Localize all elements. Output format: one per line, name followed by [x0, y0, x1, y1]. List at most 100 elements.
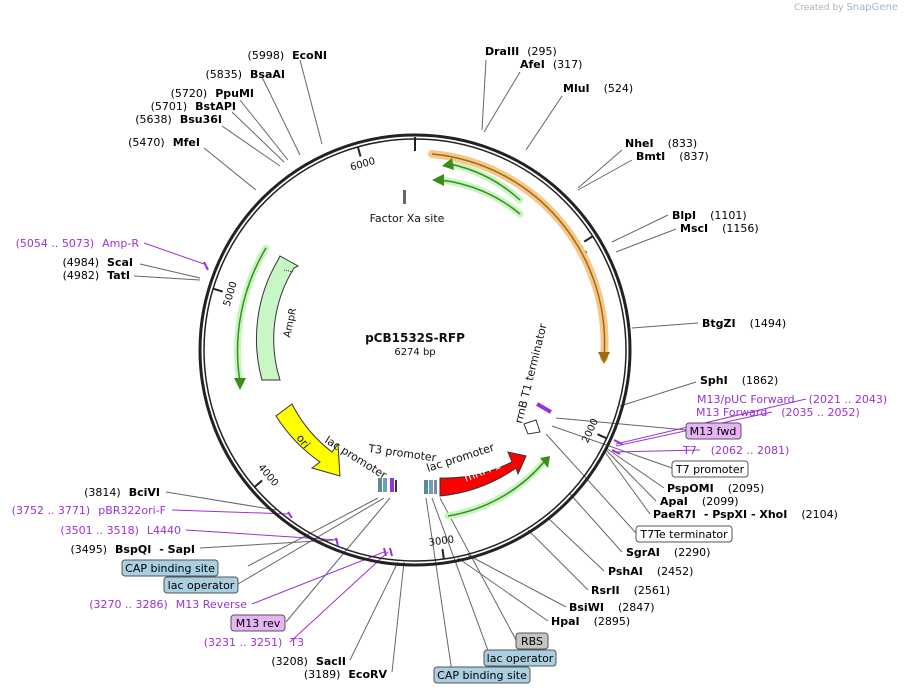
leader-t3-primer: [289, 551, 389, 643]
enzyme-pos: (4984): [62, 256, 99, 269]
box-m13-fwd[interactable]: M13 fwd: [685, 422, 742, 440]
primer-name: M13 Reverse: [176, 598, 247, 611]
primer-name: M13 Forward: [696, 406, 767, 419]
box-t7-promoter[interactable]: T7 promoter: [671, 460, 749, 478]
marker-lacop2: [429, 480, 433, 494]
enzyme-blpi[interactable]: BlpI(1101): [672, 209, 747, 222]
svg-text:(3231 .. 3251)T3: (3231 .. 3251)T3: [204, 636, 304, 649]
enzyme-btgzi[interactable]: BtgZI(1494): [702, 317, 786, 330]
enzyme-extra: - PspXI - XhoI: [704, 508, 787, 521]
leader-pspomi: [605, 447, 665, 489]
enzyme-mfei[interactable]: (5470)MfeI: [128, 136, 200, 149]
enzyme-pspomi[interactable]: PspOMI(2095): [667, 482, 764, 495]
svg-text:(3270 .. 3286)M13 Reverse: (3270 .. 3286)M13 Reverse: [89, 598, 247, 611]
enzyme-draiii[interactable]: DraIII (295): [485, 45, 557, 58]
enzyme-hpai[interactable]: HpaI(2895): [551, 615, 630, 628]
enzyme-pos: (2095): [728, 482, 765, 495]
svg-text:MluI(524): MluI(524): [563, 82, 633, 95]
leader-bsaai: [261, 76, 301, 156]
enzyme-bsaai[interactable]: (5835)BsaAI: [205, 68, 285, 81]
enzyme-mlui[interactable]: MluI(524): [563, 82, 633, 95]
enzyme-paer7i[interactable]: PaeR7I- PspXI - XhoI(2104): [653, 508, 838, 521]
leader-tati: [133, 275, 201, 281]
leader-afei: [483, 71, 521, 133]
enzyme-bspqi[interactable]: (3495)BspQI- SapI: [70, 543, 195, 556]
plasmid-name: pCB1532S-RFP: [365, 331, 465, 345]
box-cap-binding-site-2[interactable]: CAP binding site: [433, 666, 531, 684]
leader-cap1-box: [247, 497, 379, 567]
box-rbs[interactable]: RBS: [515, 632, 549, 650]
box-t7te-terminator[interactable]: T7Te terminator: [635, 525, 733, 543]
enzyme-name: EcoNI: [292, 49, 327, 62]
enzyme-pos: (2099): [702, 495, 739, 508]
leader-rbs-box: [439, 497, 517, 641]
leader-t7te-box: [545, 433, 637, 534]
ampr-label: AmpR: [282, 307, 299, 339]
leader-mlui: [525, 95, 563, 151]
primer-tick-l4440: [335, 537, 339, 547]
enzyme-pos: (295): [527, 45, 557, 58]
enzyme-afei[interactable]: AfeI(317): [520, 58, 582, 71]
enzyme-pos: (3208): [271, 655, 308, 668]
enzyme-ecorv[interactable]: (3189)EcoRV: [304, 668, 388, 681]
enzyme-nhei[interactable]: NheI(833): [625, 137, 697, 150]
enzyme-bsiwi[interactable]: BsiWI(2847): [569, 601, 655, 614]
leader-hpai: [457, 557, 549, 622]
box-lac-operator-1[interactable]: lac operator: [163, 576, 239, 594]
svg-text:MscI(1156): MscI(1156): [680, 222, 759, 235]
enzyme-msci[interactable]: MscI(1156): [680, 222, 759, 235]
primer-t7[interactable]: T7(2062 .. 2081): [682, 444, 789, 457]
box-m13-rev[interactable]: M13 rev: [230, 614, 286, 632]
leader-sphi: [619, 381, 697, 407]
enzyme-pos: (833): [668, 137, 698, 150]
plasmid-size: 6274 bp: [394, 347, 435, 358]
enzyme-pshai[interactable]: PshAI(2452): [608, 565, 693, 578]
leader-t7-primer: [613, 449, 701, 453]
primer-t3[interactable]: (3231 .. 3251)T3: [204, 636, 304, 649]
svg-text:AfeI(317): AfeI(317): [520, 58, 582, 71]
primer-pos: (3231 .. 3251): [204, 636, 283, 649]
factor-xa-label: Factor Xa site: [370, 212, 445, 225]
enzyme-name: EcoRV: [348, 668, 387, 681]
primer-ampr[interactable]: (5054 .. 5073)Amp-R: [16, 237, 140, 250]
primer-tick-m13puc: [613, 439, 623, 445]
tick-mark-6000: [356, 146, 362, 157]
enzyme-scai[interactable]: (4984)ScaI: [62, 256, 133, 269]
svg-text:(3501 .. 3518)L4440: (3501 .. 3518) L4440: [60, 524, 181, 537]
enzyme-pos: (3814): [84, 486, 121, 499]
tick-mark-2000: [597, 433, 608, 440]
enzyme-bcivi[interactable]: (3814)BciVI: [84, 486, 160, 499]
enzyme-rsrii[interactable]: RsrII(2561): [591, 584, 670, 597]
enzyme-ppumi[interactable]: (5720)PpuMI: [171, 87, 254, 100]
enzyme-name: BsiWI: [569, 601, 604, 614]
primer-pbr322ori-f[interactable]: (3752 .. 3771)pBR322ori-F: [12, 504, 166, 517]
enzyme-bmti[interactable]: BmtI(837): [636, 150, 709, 163]
primer-m13-reverse[interactable]: (3270 .. 3286)M13 Reverse: [89, 598, 247, 611]
leader-l4440-primer: [185, 529, 339, 541]
leader-paer7i: [604, 451, 651, 515]
enzyme-econi[interactable]: (5998)EcoNI: [248, 49, 327, 62]
primer-pos: (3501 .. 3518): [60, 524, 139, 537]
enzyme-sphi[interactable]: SphI(1862): [700, 374, 778, 387]
primer-m13-forward[interactable]: M13 Forward(2035 .. 2052): [696, 406, 860, 419]
enzyme-name: SgrAI: [626, 546, 660, 559]
primer-name: L4440: [147, 524, 181, 537]
primer-m13puc-forward[interactable]: M13/pUC Forward(2021 .. 2043): [697, 393, 887, 406]
enzyme-name: DraIII: [485, 45, 519, 58]
box-cap-binding-site-1[interactable]: CAP binding site: [121, 559, 219, 577]
svg-text:M13/pUC Forward(2021 .. 2043): M13/pUC Forward(2021 .. 2043): [697, 393, 887, 406]
enzyme-sgrai[interactable]: SgrAI(2290): [626, 546, 710, 559]
enzyme-tati[interactable]: (4982)TatI: [63, 269, 130, 282]
enzyme-bsu36i[interactable]: (5638)Bsu36I: [135, 113, 222, 126]
enzyme-pos: (1494): [750, 317, 787, 330]
svg-text:(5638)Bsu36I: (5638)Bsu36I: [135, 113, 222, 126]
enzyme-sacii[interactable]: (3208)SacII: [271, 655, 346, 668]
enzyme-apai[interactable]: ApaI(2099): [660, 495, 738, 508]
svg-text:PshAI(2452): PshAI(2452): [608, 565, 693, 578]
primer-l4440[interactable]: (3501 .. 3518) L4440: [60, 524, 181, 537]
svg-text:BsiWI(2847): BsiWI(2847): [569, 601, 655, 614]
box-lac-operator-2[interactable]: lac operator: [483, 649, 557, 667]
enzyme-pos: (5835): [205, 68, 242, 81]
box-label: lac operator: [168, 579, 235, 592]
enzyme-bstapi[interactable]: (5701)BstAPI: [151, 100, 236, 113]
